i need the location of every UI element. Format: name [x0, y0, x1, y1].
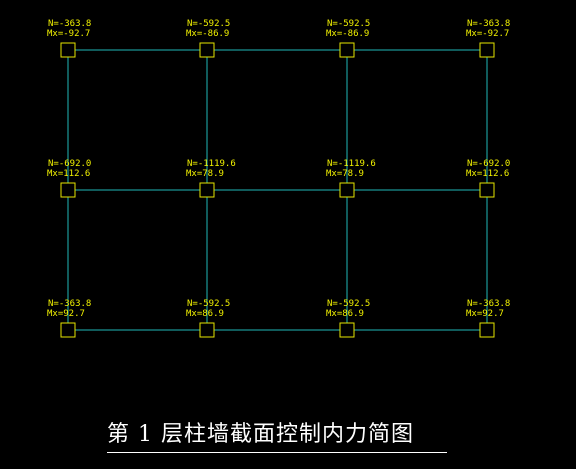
column-box[interactable]: [199, 42, 215, 58]
moment-label: Mx=112.6: [466, 169, 509, 179]
column-box[interactable]: [339, 42, 355, 58]
moment-label: Mx=86.9: [186, 309, 224, 319]
column-box[interactable]: [60, 322, 76, 338]
axial-force-label: N=-692.0: [48, 159, 91, 169]
column-box[interactable]: [199, 322, 215, 338]
axial-force-label: N=-363.8: [467, 299, 510, 309]
column-box[interactable]: [199, 182, 215, 198]
column-nodes: [60, 42, 495, 338]
column-box[interactable]: [479, 42, 495, 58]
force-labels: N=-363.8Mx=-92.7N=-592.5Mx=-86.9N=-592.5…: [47, 19, 510, 319]
column-box[interactable]: [60, 42, 76, 58]
column-box[interactable]: [60, 182, 76, 198]
moment-label: Mx=-92.7: [466, 29, 509, 39]
column-box[interactable]: [339, 322, 355, 338]
moment-label: Mx=78.9: [326, 169, 364, 179]
column-box[interactable]: [479, 182, 495, 198]
moment-label: Mx=78.9: [186, 169, 224, 179]
moment-label: Mx=112.6: [47, 169, 90, 179]
column-box[interactable]: [479, 322, 495, 338]
axial-force-label: N=-592.5: [187, 299, 230, 309]
axial-force-label: N=-592.5: [327, 299, 370, 309]
axial-force-label: N=-363.8: [48, 19, 91, 29]
moment-label: Mx=86.9: [326, 309, 364, 319]
title-underline: [107, 452, 447, 453]
axial-force-label: N=-692.0: [467, 159, 510, 169]
moment-label: Mx=-86.9: [186, 29, 229, 39]
moment-label: Mx=92.7: [47, 309, 85, 319]
axial-force-label: N=-363.8: [467, 19, 510, 29]
moment-label: Mx=-92.7: [47, 29, 90, 39]
grid-lines: [67, 49, 488, 331]
axial-force-label: N=-363.8: [48, 299, 91, 309]
axial-force-label: N=-1119.6: [187, 159, 236, 169]
axial-force-label: N=-592.5: [187, 19, 230, 29]
moment-label: Mx=-86.9: [326, 29, 369, 39]
column-box[interactable]: [339, 182, 355, 198]
axial-force-label: N=-1119.6: [327, 159, 376, 169]
diagram-title: 第 1 层柱墙截面控制内力简图: [107, 422, 414, 447]
axial-force-label: N=-592.5: [327, 19, 370, 29]
moment-label: Mx=92.7: [466, 309, 504, 319]
